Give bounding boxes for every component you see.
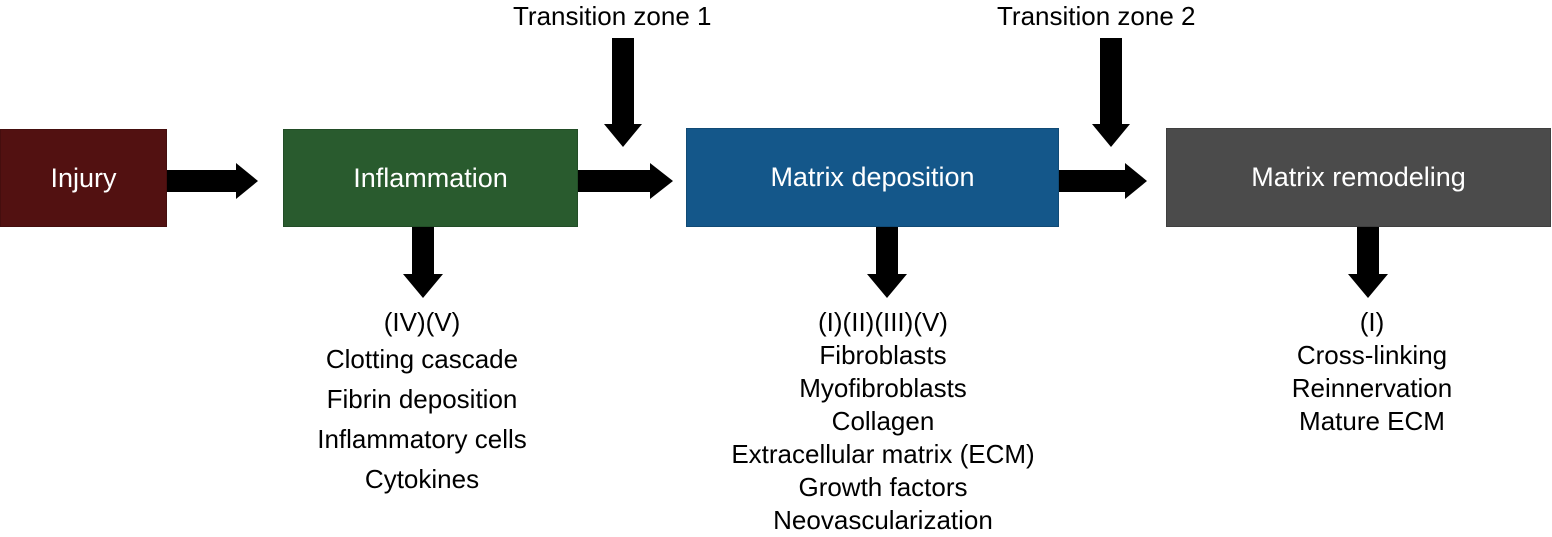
matrix-deposition-collagen-types: (I)(II)(III)(V): [818, 307, 948, 337]
arrow-matrix-deposition-down: [867, 227, 907, 298]
arrow-transition-zone-2: [1092, 38, 1130, 147]
list-item: Fibrin deposition: [326, 384, 518, 414]
list-item: Reinnervation: [1291, 373, 1453, 403]
list-item: Cytokines: [364, 464, 480, 494]
matrix-remodeling-collagen-types: (I): [1359, 307, 1385, 337]
arrow-inflammation-to-matrix-deposition: [578, 163, 673, 199]
inflammation-details: (IV)(V) Clotting cascade Fibrin depositi…: [317, 306, 527, 499]
matrix-deposition-details: (I)(II)(III)(V) Fibroblasts Myofibroblas…: [731, 306, 1034, 537]
list-item: Myofibroblasts: [799, 373, 967, 403]
stage-injury-label: Injury: [50, 162, 117, 193]
list-item: Extracellular matrix (ECM): [731, 439, 1035, 469]
list-item: Collagen: [831, 406, 935, 436]
list-item: Clotting cascade: [325, 344, 519, 374]
list-item: Cross-linking: [1296, 340, 1448, 370]
stage-matrix-remodeling-label: Matrix remodeling: [1251, 162, 1466, 192]
arrow-injury-to-inflammation: [167, 163, 258, 199]
stage-inflammation: Inflammation: [283, 129, 578, 227]
stage-matrix-deposition-label: Matrix deposition: [770, 162, 975, 192]
arrow-matrix-remodeling-down: [1348, 227, 1388, 298]
transition-zone-2-label: Transition zone 2: [997, 1, 1196, 31]
stage-matrix-remodeling: Matrix remodeling: [1166, 128, 1551, 227]
stage-inflammation-label: Inflammation: [353, 162, 508, 193]
stage-matrix-deposition: Matrix deposition: [686, 128, 1059, 227]
transition-zone-1-label: Transition zone 1: [513, 1, 712, 31]
list-item: Fibroblasts: [819, 340, 947, 370]
stage-injury: Injury: [0, 129, 167, 227]
matrix-remodeling-details: (I) Cross-linking Reinnervation Mature E…: [1292, 306, 1452, 438]
list-item: Neovascularization: [773, 505, 993, 535]
arrow-inflammation-down: [403, 227, 443, 298]
arrow-transition-zone-1: [604, 38, 642, 147]
inflammation-collagen-types: (IV)(V): [383, 307, 461, 337]
list-item: Mature ECM: [1299, 406, 1445, 436]
arrow-matrix-deposition-to-remodeling: [1059, 163, 1147, 199]
list-item: Inflammatory cells: [317, 424, 527, 454]
list-item: Growth factors: [798, 472, 968, 502]
